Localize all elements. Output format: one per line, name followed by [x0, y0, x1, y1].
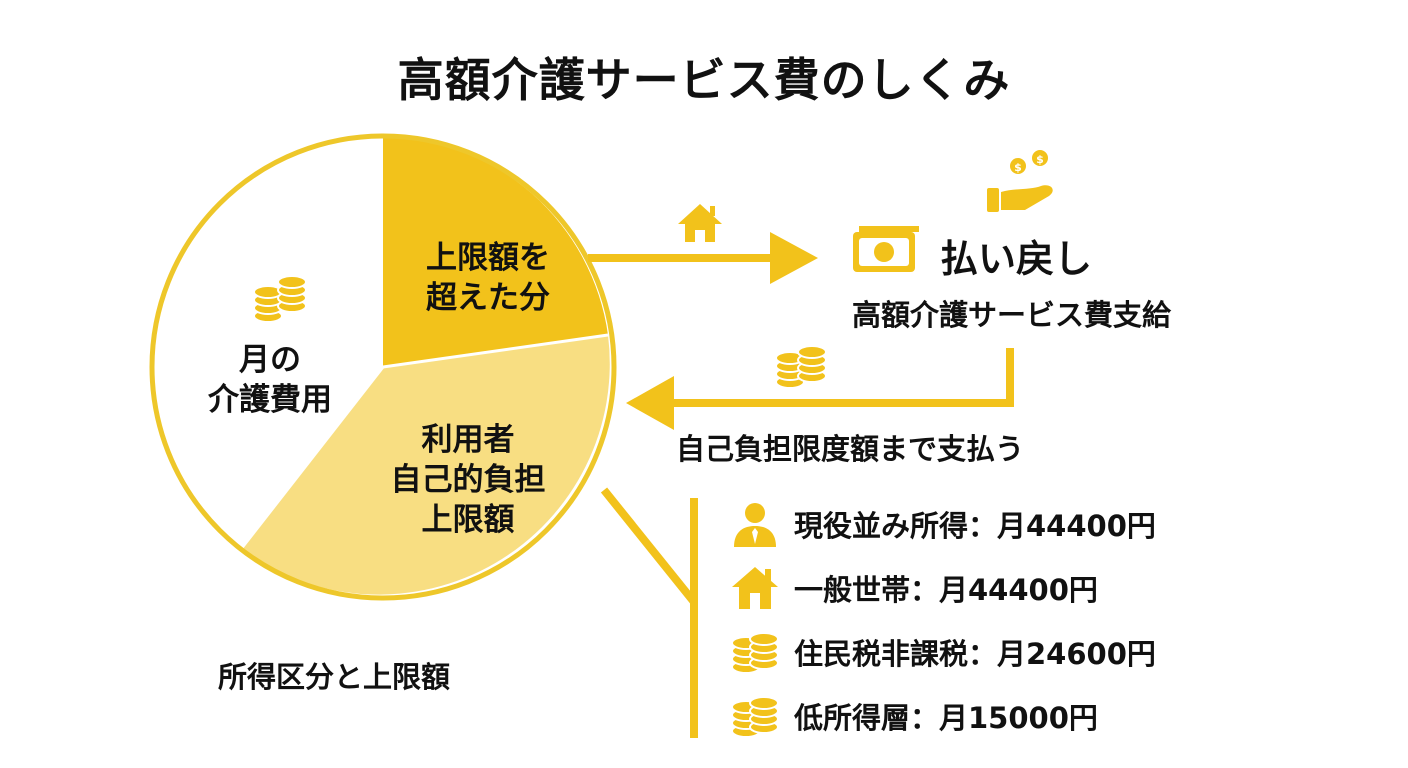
- pie-label-line: 上限額: [421, 502, 515, 538]
- pie-slice-self-burden: [241, 335, 610, 595]
- coins-icon: [731, 696, 779, 738]
- pie-label-excess: 上限額を 超えた分: [398, 238, 578, 318]
- tiers-heading: 所得区分と上限額: [218, 660, 451, 694]
- coins-icon: [775, 345, 827, 389]
- tier-label: 現役並み所得：月44400円: [794, 509, 1156, 543]
- refund-title: 払い戻し: [940, 237, 1093, 281]
- pie-label-line: 超えた分: [426, 280, 550, 316]
- pie-label-line: 上限額を: [426, 240, 550, 276]
- pie-label-line: 利用者: [421, 422, 515, 458]
- tier-row: 現役並み所得：月44400円: [730, 498, 1156, 550]
- svg-text:$: $: [1014, 161, 1022, 174]
- pie-divider: [239, 366, 385, 550]
- pay-label: 自己負担限度額まで支払う: [676, 432, 1025, 466]
- svg-text:$: $: [1036, 153, 1044, 166]
- coins-icon: [731, 632, 779, 674]
- tier-connector: [600, 487, 698, 738]
- banknote-icon: [853, 226, 919, 272]
- house-icon: [678, 204, 722, 242]
- pay-back-arrow: [626, 348, 1014, 430]
- pie-label-line: 介護費用: [208, 382, 332, 418]
- pie-label-self-burden: 利用者 自己的負担 上限額: [368, 420, 568, 540]
- page-title: 高額介護サービス費のしくみ: [397, 53, 1011, 107]
- refund-subtitle: 高額介護サービス費支給: [852, 298, 1172, 332]
- pie-slice-excess: [383, 136, 608, 367]
- tier-row: 一般世帯：月44400円: [730, 562, 1098, 614]
- house-icon: [732, 567, 778, 609]
- pie-label-line: 月の: [239, 342, 301, 378]
- hand-coins-icon: $ $: [987, 150, 1053, 212]
- refund-arrow: [588, 232, 818, 284]
- pie-divider: [382, 333, 609, 369]
- tier-row: 低所得層：月15000円: [730, 690, 1098, 742]
- tier-label: 低所得層：月15000円: [794, 701, 1098, 735]
- care-cost-pie: [149, 133, 617, 601]
- tier-row: 住民税非課税：月24600円: [730, 626, 1156, 678]
- pie-label-monthly-cost: 月の 介護費用: [180, 340, 360, 420]
- pie-outline: [149, 133, 617, 601]
- tier-label: 住民税非課税：月24600円: [794, 637, 1156, 671]
- person-icon: [734, 503, 776, 547]
- tier-label: 一般世帯：月44400円: [794, 573, 1098, 607]
- pie-label-line: 自己的負担: [390, 462, 546, 498]
